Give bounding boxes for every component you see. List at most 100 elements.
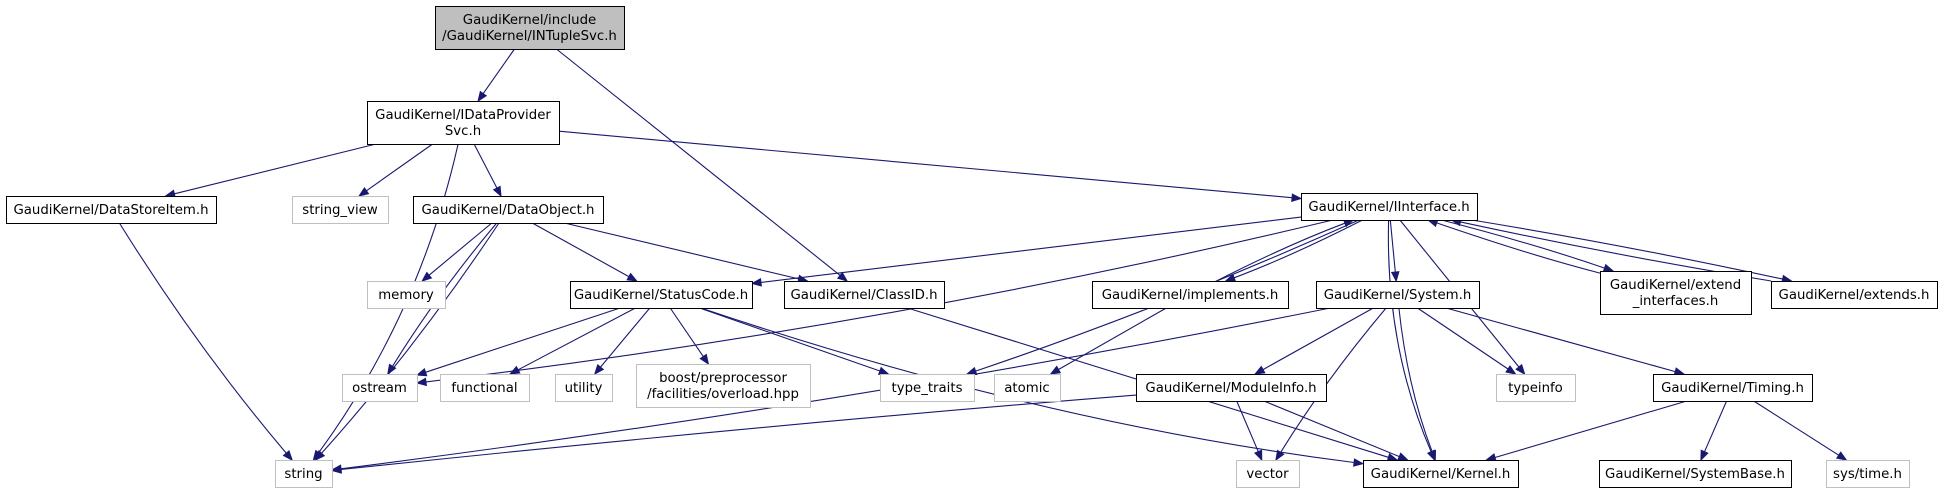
node-systime: sys/time.h (1826, 460, 1910, 488)
node-label: GaudiKernel/DataObject.h (422, 203, 595, 218)
node-label: GaudiKernel/ModuleInfo.h (1145, 381, 1316, 396)
arrowhead-icon (387, 363, 397, 376)
node-kernel[interactable]: GaudiKernel/Kernel.h (1363, 460, 1519, 488)
node-datastoreitem[interactable]: GaudiKernel/DataStoreItem.h (6, 196, 217, 224)
edge-dataobject-to-string (314, 222, 500, 461)
edge-idataprovidersvc-to-string_view (357, 143, 433, 197)
edge-line (669, 307, 704, 357)
node-system[interactable]: GaudiKernel/System.h (1316, 281, 1480, 309)
arrowhead-icon (314, 450, 326, 461)
arrowhead-icon (477, 90, 488, 103)
edge-dataobject-to-statuscode (532, 222, 638, 282)
edge-implements-to-iinterface (1216, 219, 1355, 282)
node-label: GaudiKernel/ClassID.h (790, 288, 937, 303)
arrowhead-icon (492, 185, 502, 198)
node-label: GaudiKernel/IDataProvider (375, 108, 551, 123)
edge-iinterface-to-system (1389, 219, 1400, 283)
edge-iinterface-to-statuscode (750, 216, 1302, 287)
node-box (367, 281, 446, 309)
node-box (994, 374, 1061, 402)
node-string: string (275, 460, 333, 488)
node-implements[interactable]: GaudiKernel/implements.h (1092, 281, 1289, 309)
edge-timing-to-systime (1753, 400, 1848, 461)
edge-timing-to-kernel (1484, 400, 1687, 462)
edge-line (425, 307, 621, 373)
node-label: memory (378, 288, 434, 303)
edge-iinterface-to-kernel (1387, 219, 1436, 462)
arrowhead-icon (1515, 363, 1526, 376)
node-label: /facilities/overload.hpp (647, 387, 799, 402)
edge-line (700, 307, 1355, 464)
arrowhead-icon (1390, 271, 1400, 283)
node-layer: GaudiKernel/include/GaudiKernel/INTupleS… (6, 6, 1938, 488)
edge-line (1436, 222, 1601, 274)
node-memory: memory (367, 281, 446, 309)
edge-line (1398, 307, 1433, 452)
node-label: vector (1246, 467, 1289, 482)
node-timing[interactable]: GaudiKernel/Timing.h (1653, 374, 1813, 402)
node-systembase[interactable]: GaudiKernel/SystemBase.h (1599, 460, 1792, 488)
node-label: string (284, 467, 322, 482)
edge-line (517, 307, 636, 371)
node-label: typeinfo (1508, 381, 1563, 396)
arrowhead-icon (330, 465, 342, 474)
arrowhead-icon (357, 187, 370, 197)
node-label: GaudiKernel/extend (1610, 278, 1741, 293)
node-label: GaudiKernel/SystemBase.h (1605, 467, 1785, 482)
node-label: sys/time.h (1833, 467, 1902, 482)
edge-line (556, 48, 841, 276)
node-atomic: atomic (994, 374, 1061, 402)
node-label: boost/preprocessor (659, 371, 787, 386)
arrowhead-icon (1484, 453, 1497, 462)
node-box (1236, 460, 1300, 488)
node-typeinfo: typeinfo (1496, 374, 1576, 402)
edge-line (174, 143, 377, 195)
node-extends[interactable]: GaudiKernel/extends.h (1771, 281, 1938, 309)
node-label: atomic (1004, 381, 1049, 396)
edge-line (1494, 400, 1687, 459)
edge-statuscode-to-kernel (700, 307, 1365, 467)
edge-system-to-kernel (1398, 307, 1437, 462)
node-moduleinfo[interactable]: GaudiKernel/ModuleInfo.h (1136, 374, 1327, 402)
arrowhead-icon (699, 353, 710, 366)
edge-dataobject-to-memory (421, 222, 493, 282)
node-extend_interfaces[interactable]: GaudiKernel/extend_interfaces.h (1600, 271, 1752, 315)
node-label: utility (565, 381, 603, 396)
node-box (1363, 460, 1519, 488)
edge-line (118, 222, 287, 454)
node-boost_overload: boost/preprocessor/facilities/overload.h… (636, 364, 811, 408)
node-box (342, 374, 418, 402)
node-box (275, 460, 333, 488)
edge-line (1703, 400, 1728, 453)
node-iinterface[interactable]: GaudiKernel/IInterface.h (1301, 193, 1478, 221)
arrowhead-icon (1700, 449, 1709, 462)
edge-line (1417, 307, 1509, 370)
edge-statuscode-to-ostream (415, 307, 621, 377)
node-box (636, 364, 811, 408)
edge-line (1441, 219, 1605, 269)
edge-line (564, 222, 799, 280)
node-label: ostream (352, 381, 407, 396)
edge-line (366, 143, 433, 192)
node-box (435, 6, 625, 50)
edge-ntuplesvc-to-idataprovidersvc (477, 48, 515, 103)
node-label: string_view (302, 203, 378, 218)
node-label: type_traits (891, 381, 962, 396)
node-classid[interactable]: GaudiKernel/ClassID.h (784, 281, 945, 309)
node-box (1301, 193, 1478, 221)
node-box (1136, 374, 1327, 402)
arrowhead-icon (415, 377, 427, 387)
edge-timing-to-systembase (1700, 400, 1728, 462)
edge-statuscode-to-utility (593, 307, 651, 376)
node-vector: vector (1236, 460, 1300, 488)
node-ntuplesvc[interactable]: GaudiKernel/include/GaudiKernel/INTupleS… (435, 6, 625, 50)
node-label: GaudiKernel/StatusCode.h (574, 288, 748, 303)
node-statuscode[interactable]: GaudiKernel/StatusCode.h (570, 281, 753, 309)
node-type_traits: type_traits (880, 374, 975, 402)
node-label: GaudiKernel/Timing.h (1661, 381, 1804, 396)
node-dataobject[interactable]: GaudiKernel/DataObject.h (413, 196, 604, 224)
node-label: _interfaces.h (1632, 294, 1719, 309)
edge-line (699, 307, 881, 372)
